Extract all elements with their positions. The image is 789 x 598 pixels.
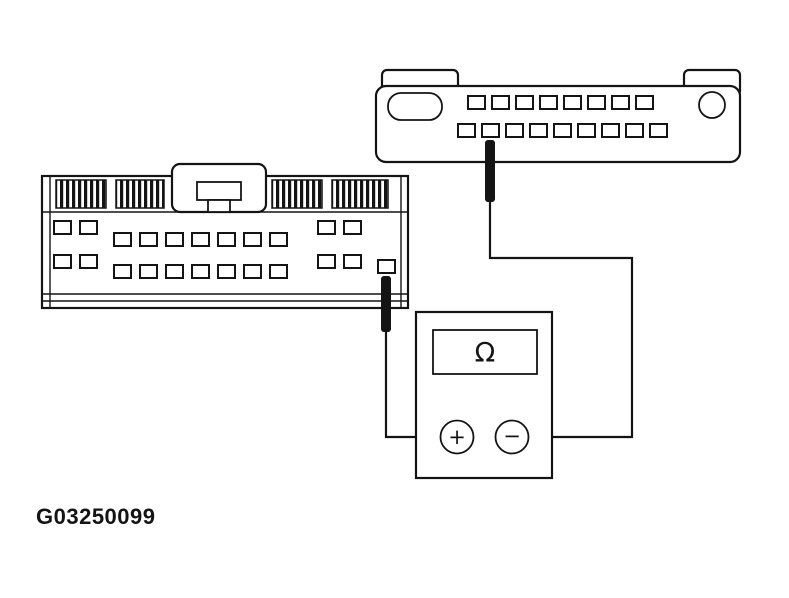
pin	[269, 232, 288, 247]
pin	[529, 123, 548, 138]
pin	[649, 123, 668, 138]
pin	[481, 123, 500, 138]
pin	[577, 123, 596, 138]
pin	[191, 232, 210, 247]
pin	[243, 232, 262, 247]
negative-test-lead	[488, 202, 634, 439]
pin	[269, 264, 288, 279]
pin	[317, 220, 336, 235]
pin	[539, 95, 558, 110]
pin	[515, 95, 534, 110]
pin	[553, 123, 572, 138]
latch-notch	[207, 199, 231, 213]
pin	[53, 220, 72, 235]
pin	[79, 254, 98, 269]
ohmmeter: Ω + −	[414, 310, 554, 480]
pin	[191, 264, 210, 279]
pin	[587, 95, 606, 110]
plus-icon: +	[448, 425, 466, 449]
pin	[467, 95, 486, 110]
connector-latch	[170, 162, 268, 214]
pin	[217, 232, 236, 247]
harness-connector	[40, 162, 410, 332]
test-probe-top	[485, 140, 495, 202]
meter-display	[432, 329, 538, 375]
latch-window	[196, 181, 242, 201]
hatch-block	[331, 179, 389, 209]
data-link-connector	[374, 68, 742, 202]
minus-icon: −	[503, 424, 521, 448]
hatch-block	[271, 179, 323, 209]
pin	[343, 254, 362, 269]
pin	[139, 232, 158, 247]
pin	[53, 254, 72, 269]
pin	[563, 95, 582, 110]
pin	[79, 220, 98, 235]
pin	[165, 264, 184, 279]
pin	[635, 95, 654, 110]
pin	[343, 220, 362, 235]
pin-row-bottom	[457, 123, 668, 138]
pin	[113, 232, 132, 247]
hatch-block	[55, 179, 107, 209]
connector-mounting-hole	[698, 91, 726, 119]
hatched-seal-strip	[55, 179, 389, 209]
pin	[113, 264, 132, 279]
test-probe-left	[381, 276, 391, 332]
figure-id-label: G03250099	[36, 504, 156, 529]
hatch-block	[115, 179, 165, 209]
pin	[165, 232, 184, 247]
pin	[317, 254, 336, 269]
pin	[217, 264, 236, 279]
pin	[601, 123, 620, 138]
pin	[377, 259, 396, 274]
connector-keyway	[387, 92, 443, 121]
pin	[457, 123, 476, 138]
pin	[505, 123, 524, 138]
positive-terminal	[439, 419, 475, 455]
pin	[625, 123, 644, 138]
pin	[611, 95, 630, 110]
pin	[139, 264, 158, 279]
pin	[491, 95, 510, 110]
negative-terminal	[494, 419, 530, 455]
ohm-symbol: Ω	[475, 338, 496, 369]
pin	[243, 264, 262, 279]
